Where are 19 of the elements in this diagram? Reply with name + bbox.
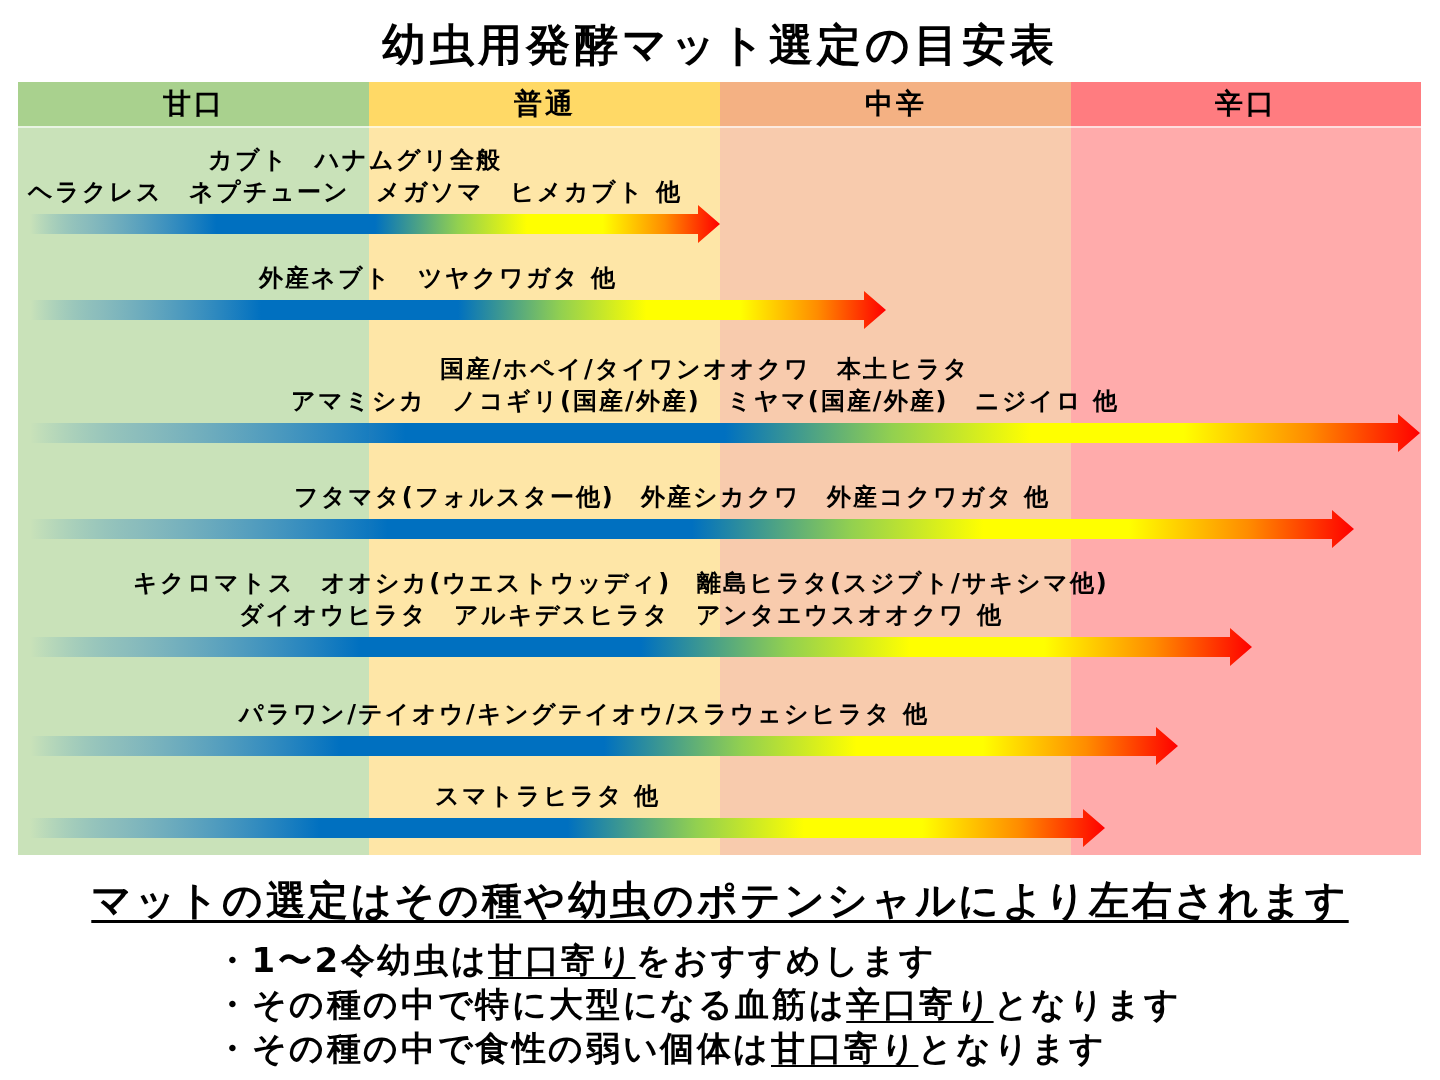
species-list: カブト ハナムグリ全般 bbox=[208, 147, 502, 173]
chart-title: 幼虫用発酵マット選定の目安表 bbox=[382, 18, 1058, 72]
species-list: アマミシカ ノコギリ(国産/外産) ミヤマ(国産/外産) ニジイロ 他 bbox=[291, 388, 1119, 414]
species-list: パラワン/テイオウ/キングテイオウ/スラウェシヒラタ 他 bbox=[239, 701, 929, 727]
note-item: ・その種の中で食性の弱い個体は甘口寄りとなります bbox=[215, 1027, 1107, 1070]
species-list: スマトラヒラタ 他 bbox=[434, 783, 661, 809]
species-list: 外産ネブト ツヤクワガタ 他 bbox=[259, 265, 617, 291]
species-list: 国産/ホペイ/タイワンオオクワ 本土ヒラタ bbox=[440, 356, 970, 382]
column-header: 中辛 bbox=[720, 82, 1071, 128]
note-item: ・その種の中で特に大型になる血筋は辛口寄りとなります bbox=[215, 983, 1182, 1026]
column-header: 甘口 bbox=[18, 82, 369, 128]
column-header: 辛口 bbox=[1071, 82, 1421, 128]
species-list: フタマタ(フォルスター他) 外産シカクワ 外産コクワガタ 他 bbox=[293, 484, 1051, 510]
species-list: ダイオウヒラタ アルキデスヒラタ アンタエウスオオクワ 他 bbox=[239, 602, 1003, 628]
species-list: キクロマトス オオシカ(ウエストウッディ) 離島ヒラタ(スジブト/サキシマ他) bbox=[133, 570, 1109, 596]
note-item: ・1〜2令幼虫は甘口寄りをおすすめします bbox=[215, 939, 937, 982]
column-header: 普通 bbox=[369, 82, 720, 128]
species-list: ヘラクレス ネプチューン メガソマ ヒメカブト 他 bbox=[28, 179, 682, 205]
note-heading: マットの選定はその種や幼虫のポテンシャルにより左右されます bbox=[91, 876, 1349, 925]
